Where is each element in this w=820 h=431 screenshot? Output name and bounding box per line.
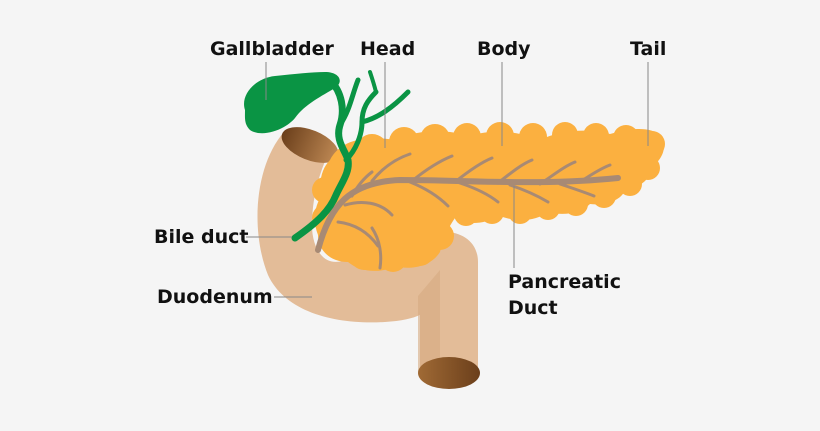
leader-lines (246, 62, 649, 298)
label-duodenum: Duodenum (157, 286, 273, 308)
label-gallbladder: Gallbladder (210, 38, 334, 60)
label-pancreatic-duct-line1: Pancreatic (508, 271, 621, 293)
label-tail: Tail (630, 38, 667, 60)
label-pancreatic-duct-line2: Duct (508, 297, 558, 319)
biliary-system (244, 72, 340, 134)
label-pancreatic-duct: Pancreatic Duct (508, 269, 621, 321)
label-bile-duct: Bile duct (154, 226, 249, 248)
duodenum-bottom-opening (418, 357, 480, 389)
pancreas (312, 122, 665, 272)
gallbladder-organ (244, 72, 340, 134)
label-head: Head (360, 38, 416, 60)
bile-duct (291, 70, 411, 242)
duodenum-top-opening (281, 127, 339, 163)
label-body: Body (477, 38, 531, 60)
